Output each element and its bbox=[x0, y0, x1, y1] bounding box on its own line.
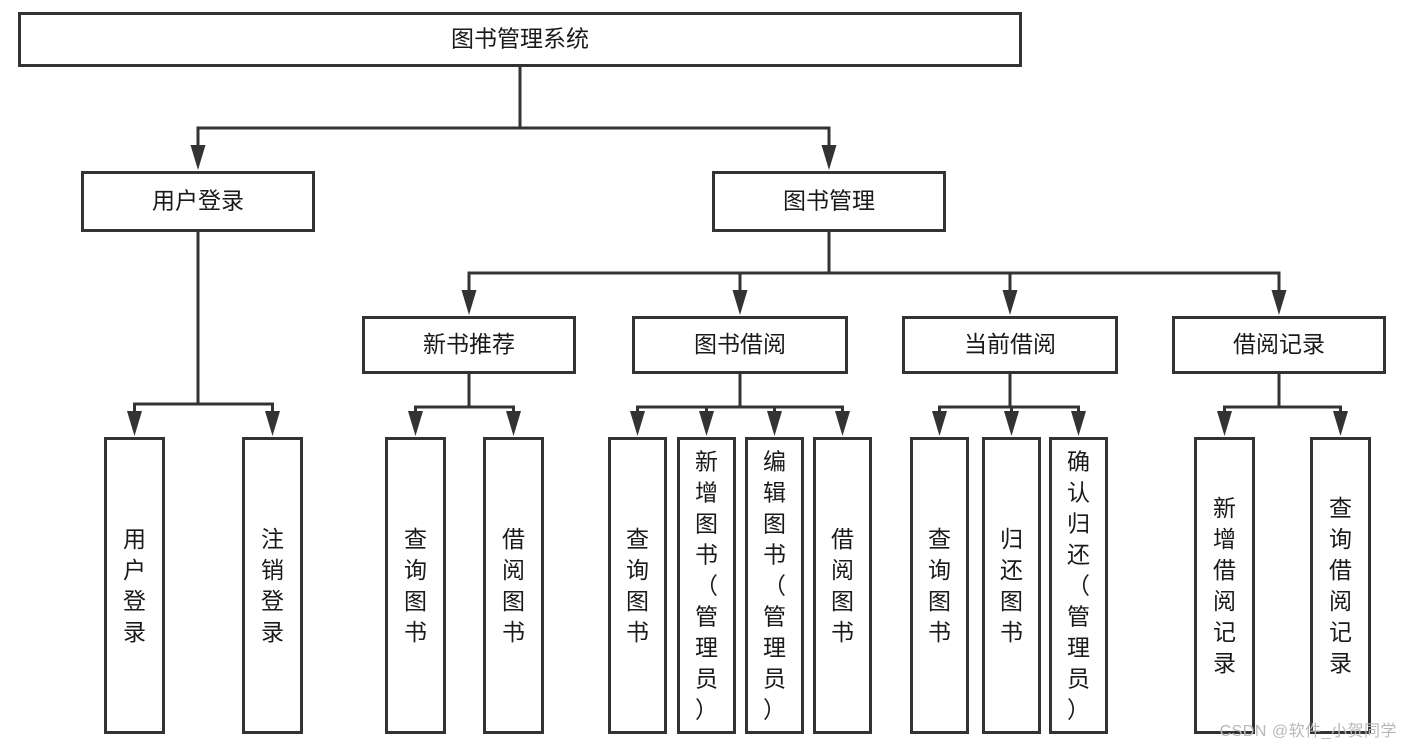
arrowhead-icon bbox=[127, 411, 142, 436]
node-box bbox=[632, 316, 848, 374]
node-leaf-add-book[interactable]: 新增图书（管理员） bbox=[677, 437, 736, 734]
connector-current-borrow-to-leaf-confirm-return bbox=[1008, 374, 1086, 436]
node-label: 确认归还（管理员） bbox=[1067, 449, 1090, 723]
node-leaf-query-book-1[interactable]: 查询图书 bbox=[385, 437, 446, 734]
arrowhead-icon bbox=[732, 290, 748, 315]
node-borrow-record[interactable]: 借阅记录 bbox=[1172, 316, 1386, 374]
node-label: 借阅图书 bbox=[502, 526, 525, 645]
node-leaf-borrow-book-1[interactable]: 借阅图书 bbox=[483, 437, 544, 734]
node-box bbox=[385, 437, 446, 734]
connector-book-manage-to-borrow-record bbox=[827, 232, 1287, 315]
arrowhead-icon bbox=[699, 411, 714, 436]
arrowhead-icon bbox=[1333, 411, 1348, 436]
node-label: 图书管理系统 bbox=[451, 26, 589, 52]
node-book-borrow[interactable]: 图书借阅 bbox=[632, 316, 848, 374]
node-box bbox=[677, 437, 736, 734]
node-leaf-borrow-book-2[interactable]: 借阅图书 bbox=[813, 437, 872, 734]
node-box bbox=[982, 437, 1041, 734]
connector-user-login-to-leaf-logout bbox=[196, 232, 280, 436]
node-box bbox=[242, 437, 303, 734]
node-box bbox=[910, 437, 969, 734]
node-box bbox=[18, 12, 1022, 67]
node-label: 用户登录 bbox=[123, 526, 146, 645]
arrowhead-icon bbox=[630, 411, 645, 436]
node-label: 借阅记录 bbox=[1233, 331, 1325, 357]
arrowhead-icon bbox=[1271, 290, 1287, 315]
node-leaf-confirm-return[interactable]: 确认归还（管理员） bbox=[1049, 437, 1108, 734]
arrowhead-icon bbox=[821, 145, 837, 170]
arrowhead-icon bbox=[190, 145, 206, 170]
node-label: 查询借阅记录 bbox=[1329, 495, 1352, 676]
node-label: 新增借阅记录 bbox=[1213, 495, 1236, 676]
node-box bbox=[362, 316, 576, 374]
node-box bbox=[608, 437, 667, 734]
node-box bbox=[813, 437, 872, 734]
node-label: 查询图书 bbox=[626, 526, 649, 645]
node-root[interactable]: 图书管理系统 bbox=[18, 12, 1022, 67]
arrowhead-icon bbox=[1217, 411, 1232, 436]
node-label: 图书借阅 bbox=[694, 331, 786, 357]
node-label: 新增图书（管理员） bbox=[695, 449, 718, 723]
node-label: 图书管理 bbox=[783, 188, 875, 214]
node-box bbox=[483, 437, 544, 734]
arrowhead-icon bbox=[1002, 290, 1018, 315]
node-label: 用户登录 bbox=[152, 188, 244, 214]
node-box bbox=[1310, 437, 1371, 734]
node-leaf-query-record[interactable]: 查询借阅记录 bbox=[1310, 437, 1371, 734]
node-current-borrow[interactable]: 当前借阅 bbox=[902, 316, 1118, 374]
arrowhead-icon bbox=[461, 290, 477, 315]
node-box bbox=[1172, 316, 1386, 374]
node-label: 新书推荐 bbox=[423, 331, 515, 357]
node-box bbox=[902, 316, 1118, 374]
connector-book-borrow-to-leaf-borrow-book-2 bbox=[738, 374, 850, 436]
connector-new-book-rec-to-leaf-query-book-1 bbox=[408, 374, 471, 436]
node-leaf-logout[interactable]: 注销登录 bbox=[242, 437, 303, 734]
connector-root-to-book-manage bbox=[518, 67, 837, 170]
node-label: 查询图书 bbox=[928, 526, 951, 645]
node-layer: 图书管理系统用户登录图书管理新书推荐图书借阅当前借阅借阅记录用户登录注销登录查询… bbox=[18, 12, 1386, 734]
connector-book-borrow-to-leaf-edit-book bbox=[738, 374, 782, 436]
node-leaf-add-record[interactable]: 新增借阅记录 bbox=[1194, 437, 1255, 734]
arrowhead-icon bbox=[1071, 411, 1086, 436]
node-label: 当前借阅 bbox=[964, 331, 1056, 357]
arrowhead-icon bbox=[767, 411, 782, 436]
node-label: 归还图书 bbox=[1000, 526, 1023, 645]
node-leaf-edit-book[interactable]: 编辑图书（管理员） bbox=[745, 437, 804, 734]
arrowhead-icon bbox=[506, 411, 521, 436]
connector-book-borrow-to-leaf-query-book-2 bbox=[630, 374, 742, 436]
node-label: 查询图书 bbox=[404, 526, 427, 645]
node-box bbox=[745, 437, 804, 734]
connector-root-to-user-login bbox=[190, 67, 522, 170]
node-box bbox=[1194, 437, 1255, 734]
node-box bbox=[712, 171, 946, 232]
arrowhead-icon bbox=[408, 411, 423, 436]
arrowhead-icon bbox=[1004, 411, 1019, 436]
connector-current-borrow-to-leaf-query-book-3 bbox=[932, 374, 1012, 436]
arrowhead-icon bbox=[265, 411, 280, 436]
connector-book-manage-to-book-borrow bbox=[732, 232, 831, 315]
node-box bbox=[81, 171, 315, 232]
node-leaf-return-book[interactable]: 归还图书 bbox=[982, 437, 1041, 734]
node-leaf-query-book-3[interactable]: 查询图书 bbox=[910, 437, 969, 734]
connector-borrow-record-to-leaf-query-record bbox=[1277, 374, 1348, 436]
node-book-manage[interactable]: 图书管理 bbox=[712, 171, 946, 232]
arrowhead-icon bbox=[932, 411, 947, 436]
node-leaf-user-login[interactable]: 用户登录 bbox=[104, 437, 165, 734]
connector-borrow-record-to-leaf-add-record bbox=[1217, 374, 1281, 436]
node-box bbox=[1049, 437, 1108, 734]
connector-book-borrow-to-leaf-add-book bbox=[699, 374, 742, 436]
arrowhead-icon bbox=[835, 411, 850, 436]
node-box bbox=[104, 437, 165, 734]
node-label: 编辑图书（管理员） bbox=[763, 449, 786, 723]
node-leaf-query-book-2[interactable]: 查询图书 bbox=[608, 437, 667, 734]
connector-user-login-to-leaf-user-login bbox=[127, 232, 200, 436]
node-new-book-rec[interactable]: 新书推荐 bbox=[362, 316, 576, 374]
node-user-login[interactable]: 用户登录 bbox=[81, 171, 315, 232]
node-label: 注销登录 bbox=[261, 526, 284, 645]
node-label: 借阅图书 bbox=[831, 526, 854, 645]
connector-new-book-rec-to-leaf-borrow-book-1 bbox=[467, 374, 521, 436]
connector-layer bbox=[127, 67, 1348, 436]
